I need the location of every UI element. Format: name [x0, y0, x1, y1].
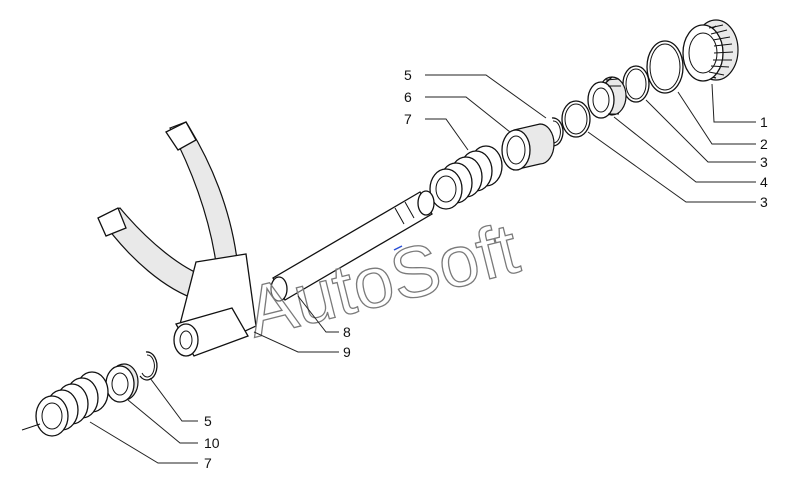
- callout-7-upper: 7: [404, 111, 412, 127]
- callout-2: 2: [760, 136, 768, 152]
- part-5-snap-ring-lower: [139, 351, 158, 381]
- part-8-shift-rod: [270, 190, 435, 302]
- callout-4: 4: [760, 174, 768, 190]
- callout-3-upper: 3: [760, 154, 768, 170]
- callout-7-lower: 7: [204, 455, 212, 471]
- part-7-coil-spring-upper: [429, 145, 503, 210]
- callout-9: 9: [343, 344, 351, 360]
- callout-10: 10: [204, 435, 220, 451]
- part-6-bushing: [501, 123, 555, 171]
- part-1-threaded-plug: [682, 19, 739, 82]
- callout-5-upper: 5: [404, 67, 412, 83]
- part-3-o-ring-lower: [561, 100, 591, 138]
- callout-8: 8: [343, 324, 351, 340]
- callout-1: 1: [760, 114, 768, 130]
- callout-6: 6: [404, 89, 412, 105]
- part-2-o-ring: [646, 40, 684, 94]
- part-9-shift-fork: [97, 121, 257, 357]
- leader-lines: [89, 74, 756, 464]
- callout-numbers: 5 6 7 1 2 3 4 3 8 9 5 10 7: [204, 67, 768, 471]
- callout-5-lower: 5: [204, 413, 212, 429]
- part-3-o-ring-upper: [622, 65, 650, 103]
- part-7-coil-spring-lower: [21, 371, 109, 437]
- part-4-grooved-piston: [587, 76, 627, 119]
- part-10-washer: [105, 363, 139, 403]
- callout-3-lower: 3: [760, 194, 768, 210]
